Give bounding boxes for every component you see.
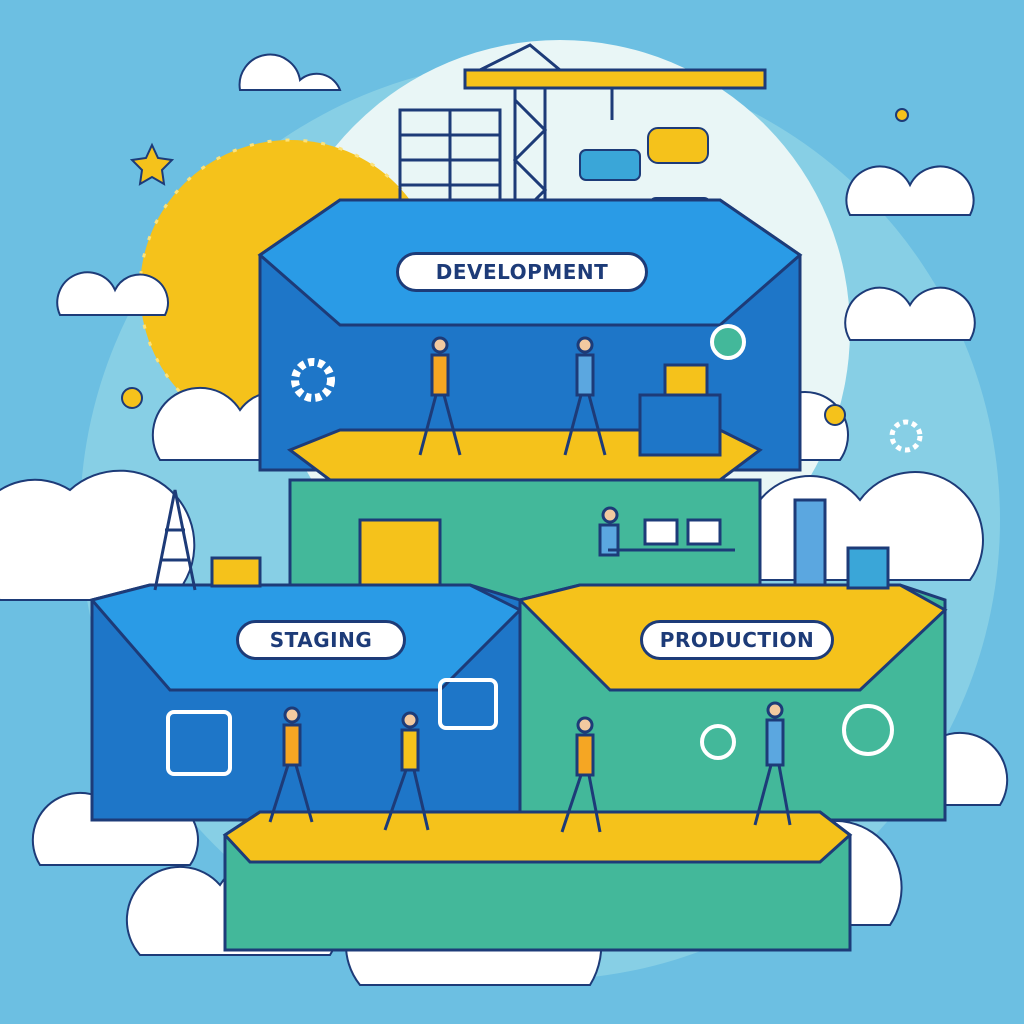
person-walking: [418, 336, 462, 456]
folder-icon: [166, 710, 232, 776]
development-label: DEVELOPMENT: [396, 252, 648, 292]
crane-icon: [463, 43, 767, 227]
dot-icons: [121, 108, 909, 426]
person-walking: [563, 336, 607, 456]
bottom-walkway: [222, 810, 853, 952]
production-label: PRODUCTION: [640, 620, 834, 660]
chat-bubble-icon: [438, 678, 498, 730]
gear-icon: [291, 358, 335, 402]
star-icon: [129, 142, 175, 186]
person-walking: [383, 711, 430, 831]
gear-icon: [889, 419, 923, 453]
location-pin-icon: [710, 324, 746, 360]
clock-icon: [842, 704, 894, 756]
computers: [153, 363, 890, 591]
location-pin-icon: [700, 724, 736, 760]
person-at-desk: [598, 506, 620, 557]
person-walking: [560, 716, 602, 833]
production-platform: [517, 583, 948, 822]
people: [268, 336, 792, 833]
person-walking: [268, 706, 314, 823]
staging-label: STAGING: [236, 620, 406, 660]
person-walking: [753, 701, 792, 826]
